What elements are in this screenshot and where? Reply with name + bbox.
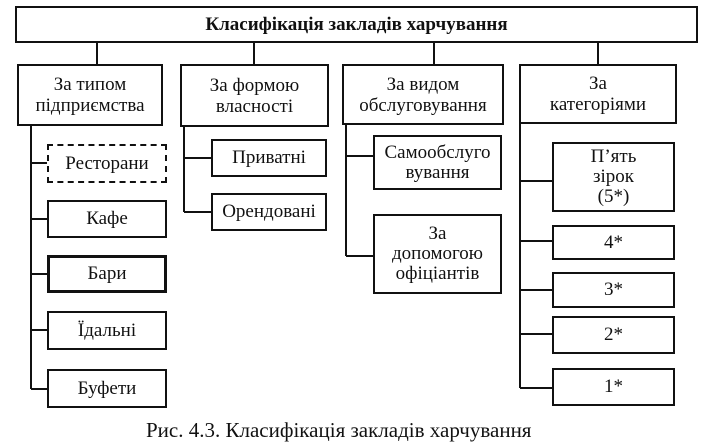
category-item-label: П’ять зірок (5*)	[590, 146, 637, 207]
type-item-buffets: Буфети	[47, 369, 167, 408]
heading-type: За типом підприємства	[17, 64, 163, 126]
type-item-label: Їдальні	[77, 319, 137, 341]
ownership-item-label: Орендовані	[222, 201, 316, 222]
category-item-label: 1*	[604, 376, 623, 397]
root-title: Класифікація закладів харчування	[205, 13, 508, 35]
type-item-canteens: Їдальні	[47, 311, 167, 350]
type-item-restaurants: Ресторани	[47, 144, 167, 183]
category-item-three-stars: 3*	[552, 272, 675, 308]
service-item-label: Самообслуго вування	[384, 141, 491, 183]
ownership-item-leased: Орендовані	[211, 193, 327, 231]
heading-type-label: За типом підприємства	[35, 74, 145, 116]
type-item-label: Буфети	[77, 377, 137, 399]
heading-category-label: За категоріями	[549, 73, 647, 115]
service-item-label: За допомогою офіціантів	[391, 223, 483, 284]
type-item-cafe: Кафе	[47, 200, 167, 238]
type-item-bars: Бари	[47, 255, 167, 293]
category-item-five-stars: П’ять зірок (5*)	[552, 142, 675, 212]
ownership-item-label: Приватні	[232, 147, 306, 168]
heading-service: За видом обслуговування	[342, 64, 504, 125]
category-item-one-star: 1*	[552, 368, 675, 406]
service-item-self-service: Самообслуго вування	[373, 135, 502, 190]
figure-caption: Рис. 4.3. Класифікація закладів харчуван…	[146, 418, 532, 442]
service-item-waiters: За допомогою офіціантів	[373, 214, 502, 294]
category-item-two-stars: 2*	[552, 316, 675, 354]
heading-ownership-label: За формою власності	[209, 74, 300, 117]
category-item-label: 3*	[604, 279, 623, 300]
ownership-item-private: Приватні	[211, 139, 327, 177]
type-item-label: Бари	[87, 263, 127, 284]
heading-service-label: За видом обслуговування	[359, 73, 487, 116]
type-item-label: Ресторани	[65, 152, 149, 174]
root-title-box: Класифікація закладів харчування	[15, 6, 698, 43]
category-item-four-stars: 4*	[552, 225, 675, 260]
heading-category: За категоріями	[519, 64, 677, 124]
type-item-label: Кафе	[86, 208, 128, 229]
heading-ownership: За формою власності	[180, 64, 329, 127]
category-item-label: 4*	[604, 231, 623, 253]
category-item-label: 2*	[604, 324, 623, 345]
